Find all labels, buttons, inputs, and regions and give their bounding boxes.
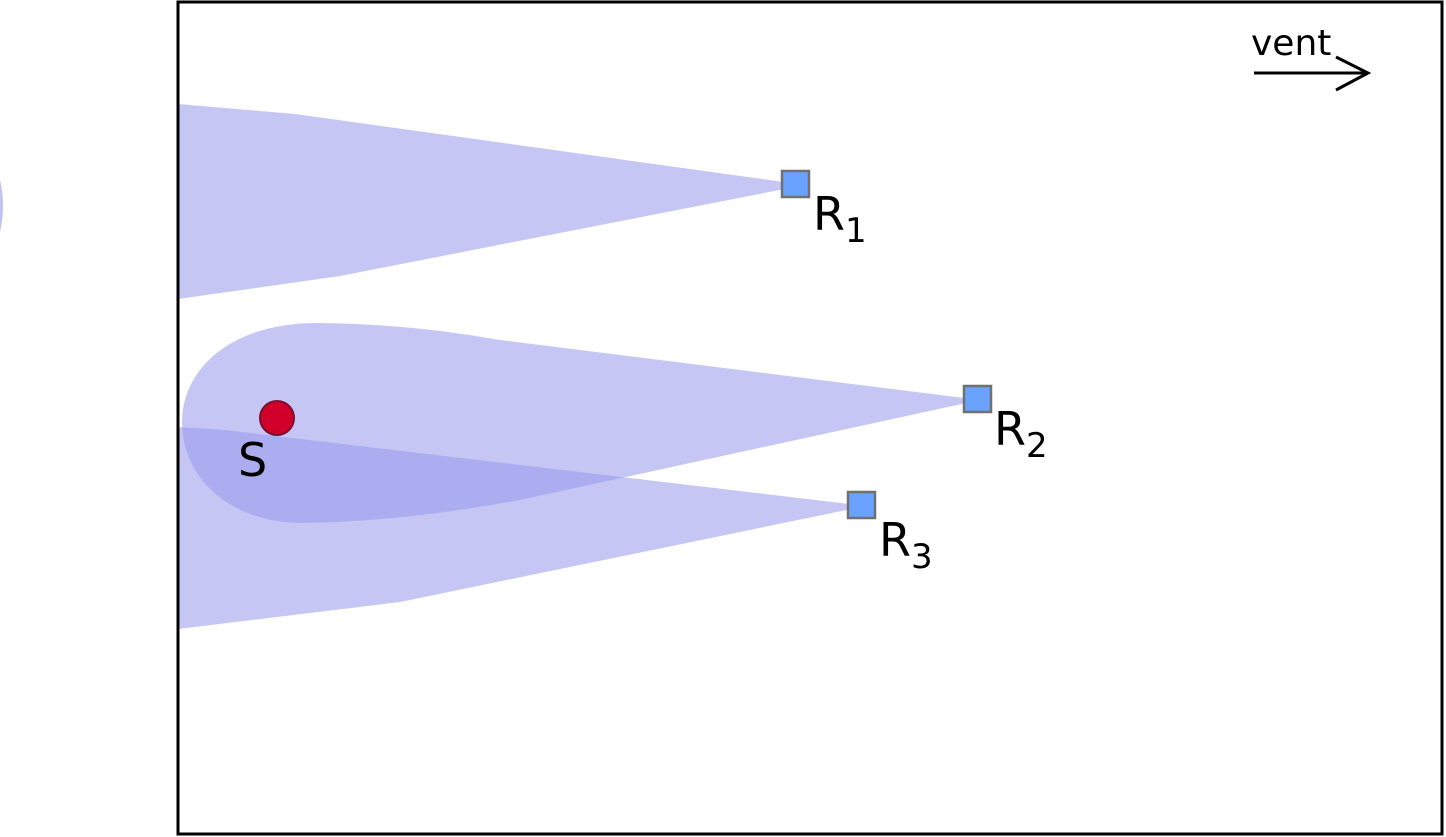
source-marker: S bbox=[238, 400, 295, 487]
receptor-marker bbox=[962, 384, 993, 414]
wind-label: vent bbox=[1251, 23, 1331, 64]
plume-regions bbox=[178, 104, 980, 629]
plume-r3 bbox=[178, 427, 866, 629]
receptor-letter: R bbox=[994, 402, 1026, 456]
wind-arrowhead-icon bbox=[1335, 55, 1372, 92]
receptor-label: R3 bbox=[879, 513, 933, 577]
receptor-letter: R bbox=[879, 513, 911, 567]
receptor-index: 3 bbox=[911, 537, 933, 577]
receptor-r2: R2 bbox=[962, 384, 1048, 466]
receptor-letter: R bbox=[813, 187, 845, 241]
receptor-index: 2 bbox=[1026, 426, 1048, 466]
edge-shape bbox=[0, 180, 3, 232]
plume-r1 bbox=[178, 104, 805, 299]
receptor-marker bbox=[780, 169, 811, 199]
receptor-label: R1 bbox=[813, 187, 867, 251]
source-dot bbox=[259, 400, 295, 436]
receptor-r1: R1 bbox=[780, 169, 867, 251]
receptor-r3: R3 bbox=[846, 490, 933, 577]
receptor-marker bbox=[846, 490, 877, 520]
receptor-label: R2 bbox=[994, 402, 1048, 466]
domain-frame bbox=[176, 0, 1444, 836]
wind-indicator: vent bbox=[1251, 23, 1372, 92]
receptor-index: 1 bbox=[845, 211, 867, 251]
source-label: S bbox=[238, 433, 267, 487]
